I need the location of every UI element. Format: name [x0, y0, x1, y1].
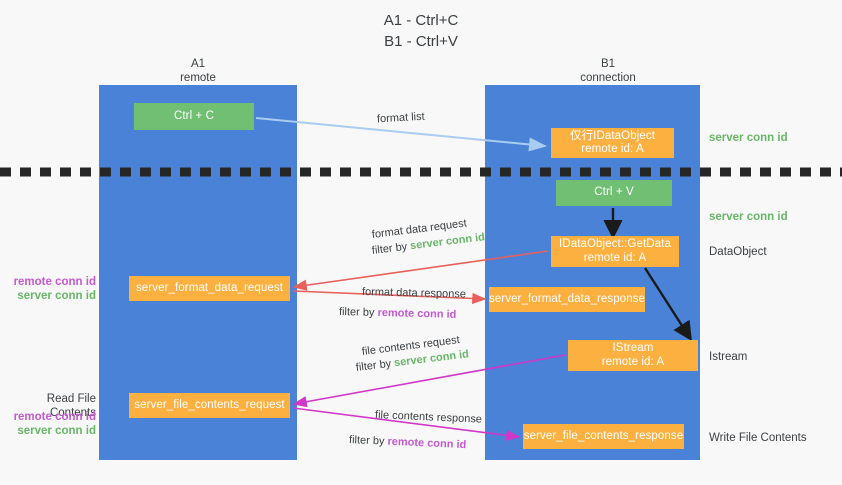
label-remote-conn-id-upper: remote conn id [13, 276, 96, 288]
arrow-file-contents-response [292, 407, 521, 441]
remote-conn-id-text: remote conn id [387, 435, 467, 452]
label-format-list: format list [376, 110, 425, 126]
label-read-file-contents: Read File Contents [46, 393, 96, 419]
arrow-format-data-request [292, 250, 549, 291]
arrow-getdata-to-istream [643, 267, 692, 342]
filter-by-text: filter by [348, 434, 388, 448]
arrow-format-list [255, 117, 547, 152]
box-server-format-data-request[interactable]: server_format_data_request [129, 276, 290, 301]
box-ctrl-v[interactable]: Ctrl + V [556, 180, 672, 206]
box-idataobject[interactable]: 仅行IDataObject remote id: A [551, 128, 674, 158]
label-server-conn-id-second: server conn id [709, 211, 788, 223]
label-istream: Istream [709, 351, 748, 363]
label-server-conn-id-lower: server conn id [17, 425, 96, 437]
box-server-file-contents-response[interactable]: server_file_contents_response [523, 424, 684, 449]
label-conn-ids-upper: remote conn id server conn id [8, 275, 96, 303]
label-server-conn-id-upper: server conn id [17, 290, 96, 302]
page-title: A1 - Ctrl+C B1 - Ctrl+V [383, 12, 459, 50]
label-conn-ids-lower: remote conn id server conn id [8, 410, 96, 438]
filter-by-text: filter by [371, 240, 411, 257]
lane-header-b1: B1 connection [580, 58, 636, 84]
label-filter-by-remote-conn-id-format: filter by remote conn id [339, 305, 457, 323]
lane-header-a1: A1 remote [180, 58, 216, 84]
box-server-format-data-response[interactable]: server_format_data_response [489, 287, 645, 312]
box-istream[interactable]: IStream remote id: A [568, 340, 698, 371]
filter-by-text: filter by [355, 357, 395, 374]
label-format-data-response: format data response [361, 286, 467, 301]
arrow-format-data-response [292, 290, 487, 305]
arrow-file-contents-request [292, 354, 566, 408]
box-idataobject-getdata[interactable]: IDataObject::GetData remote id: A [551, 236, 679, 267]
remote-conn-id-text: remote conn id [377, 306, 457, 321]
filter-by-text: filter by [338, 306, 378, 319]
label-remote-conn-id-lower: remote conn id [13, 411, 96, 423]
box-ctrl-c[interactable]: Ctrl + C [134, 103, 254, 130]
box-server-file-contents-request[interactable]: server_file_contents_request [129, 393, 290, 418]
label-write-file-contents: Write File Contents [709, 432, 807, 444]
label-server-conn-id-top: server conn id [709, 132, 788, 144]
label-dataobject: DataObject [709, 246, 767, 258]
